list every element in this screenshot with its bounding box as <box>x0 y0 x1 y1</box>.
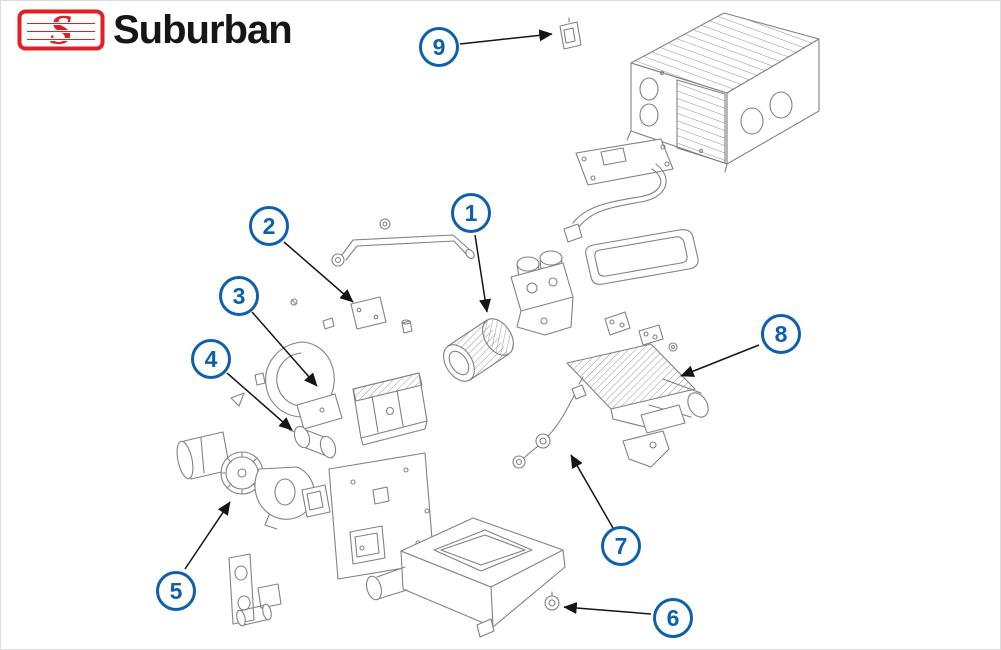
callout-6-number: 6 <box>666 604 680 631</box>
motor-shaft-part <box>288 425 337 459</box>
callout-arrow-8 <box>680 344 760 377</box>
blower-housing-part <box>254 341 343 430</box>
small-plate-parts <box>604 311 678 352</box>
callout-5-number: 5 <box>169 577 183 604</box>
brand-logo: S Suburban <box>17 8 293 52</box>
callout-9-number: 9 <box>432 33 446 60</box>
combustion-tube-part <box>443 318 514 382</box>
callout-arrow-4 <box>226 372 293 431</box>
callout-2-number: 2 <box>262 212 276 239</box>
burner-bracket-part <box>622 404 686 468</box>
suburban-s-logo-icon: S <box>17 9 105 51</box>
callout-arrow-9 <box>459 29 553 45</box>
callout-arrow-3 <box>251 311 318 387</box>
callout-8-number: 8 <box>774 320 788 347</box>
furnace-cabinet-part <box>626 12 820 173</box>
burner-assembly-part <box>566 343 709 430</box>
brand-name: Suburban <box>113 8 293 52</box>
callout-1-number: 1 <box>464 199 478 226</box>
gasket-part <box>585 229 699 285</box>
fastener-parts <box>230 298 413 407</box>
sail-switch-part <box>559 17 582 50</box>
mounting-plate-part <box>563 138 674 243</box>
callout-arrow-2 <box>283 241 354 303</box>
callout-3: 3 <box>219 276 259 316</box>
callout-2: 2 <box>249 206 289 246</box>
callout-5: 5 <box>156 571 196 611</box>
callout-4: 4 <box>191 339 231 379</box>
bottom-duct-part <box>366 517 566 638</box>
callout-4-number: 4 <box>204 345 218 372</box>
motor-part <box>352 372 428 446</box>
gas-valve-part <box>510 250 574 336</box>
callout-8: 8 <box>761 314 801 354</box>
callout-7: 7 <box>601 526 641 566</box>
callout-9: 9 <box>419 27 459 67</box>
supply-tube-part <box>331 218 475 267</box>
drain-fitting-part <box>544 591 560 611</box>
callout-arrow-5 <box>184 501 231 570</box>
combustion-blower-part <box>176 431 331 530</box>
callout-3-number: 3 <box>232 282 246 309</box>
callout-arrow-6 <box>563 602 652 615</box>
control-plate-part <box>350 296 387 330</box>
bracket-strip-part <box>228 553 282 627</box>
electrode-wire-part <box>512 376 587 469</box>
callout-arrow-1 <box>474 234 491 313</box>
callout-arrows <box>184 29 760 615</box>
callout-1: 1 <box>451 193 491 233</box>
callout-arrow-7 <box>570 454 614 529</box>
callout-6: 6 <box>653 598 693 638</box>
callout-7-number: 7 <box>614 532 628 559</box>
